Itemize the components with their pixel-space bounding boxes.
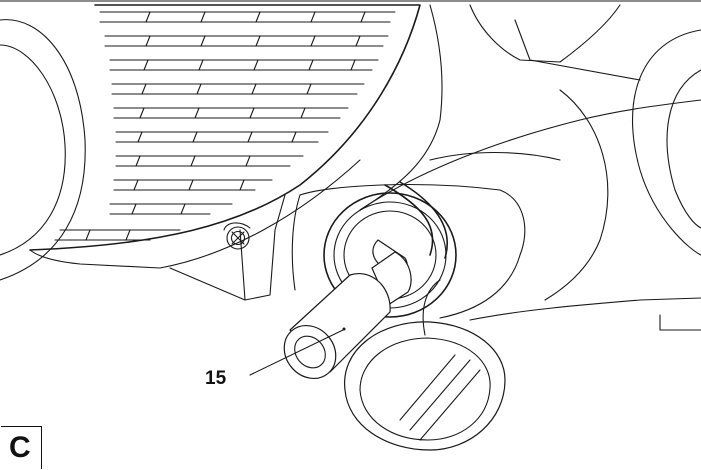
socket-cap [344, 279, 506, 451]
body-side-line [544, 89, 609, 301]
upper-body-curve [359, 4, 443, 211]
grille-lower-edge [29, 159, 361, 269]
right-lower-contour [469, 297, 701, 321]
cable [384, 181, 448, 259]
grille-outer-edge [29, 4, 421, 251]
lower-housing-edge [239, 229, 246, 301]
upper-right-panel [514, 19, 641, 81]
right-wheel-arc-inner [666, 69, 701, 229]
plug-connector [283, 239, 412, 380]
panel-label-box [1, 426, 42, 469]
socket-recess-left [291, 194, 301, 291]
callout-dot-15 [342, 327, 346, 331]
right-lower-bracket [659, 314, 701, 331]
right-wheel-arc [632, 29, 701, 256]
left-housing-outline [0, 19, 86, 281]
grille-ribs [85, 11, 366, 241]
body-contour-mid [359, 99, 701, 211]
upper-body-curve-2 [469, 4, 621, 63]
lower-housing-block [169, 194, 286, 301]
body-contour-lower [429, 151, 561, 161]
socket-recess-outer [299, 184, 526, 319]
left-housing-inner [0, 44, 66, 256]
panel-label: C [9, 431, 31, 464]
screw-head [223, 222, 251, 250]
grille-slats [54, 11, 396, 241]
callout-leader-15 [249, 329, 344, 376]
callout-number-15: 15 [205, 368, 227, 389]
